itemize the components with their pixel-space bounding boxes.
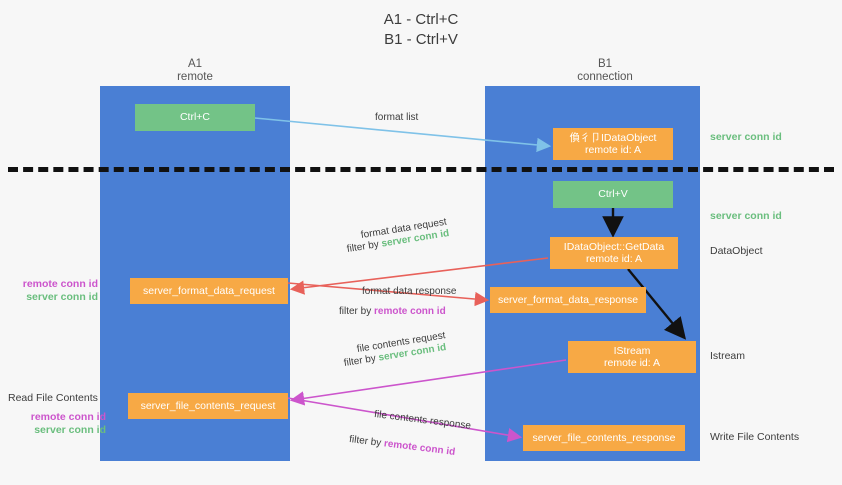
box-getdata-line1: IDataObject::GetData [563, 240, 665, 253]
caption-file-contents-response-filter: filter by remote conn id [348, 433, 456, 459]
box-server-format-data-request[interactable]: server_format_data_request [130, 278, 288, 304]
clipboard-boundary-divider [8, 167, 834, 172]
caption-format-list: format list [375, 112, 419, 123]
label-server-conn-id-top: server conn id [710, 131, 782, 143]
box-istream[interactable]: IStream remote id: A [568, 341, 696, 373]
lane-header-b1-name: B1 [597, 58, 613, 70]
box-ctrl-c[interactable]: Ctrl+C [135, 104, 255, 131]
box-getdata-line2: remote id: A [585, 253, 643, 265]
filter-value-remote-conn-id: remote conn id [383, 438, 456, 458]
label-dataobject: DataObject [710, 245, 763, 257]
caption-file-contents-response: file contents response [373, 408, 472, 432]
box-server-format-data-response-label: server_format_data_response [497, 293, 639, 306]
box-server-file-contents-request-label: server_file_contents_request [140, 399, 276, 412]
label-left-conn-ids-upper: remote conn id server conn id [8, 278, 98, 304]
title-line-2: B1 - Ctrl+V [384, 31, 458, 48]
label-read-file-contents: Read File Contents [8, 392, 98, 404]
label-remote-conn-id: remote conn id [30, 411, 106, 423]
label-server-conn-id: server conn id [34, 424, 106, 436]
box-idataobject-line2: remote id: A [584, 144, 642, 156]
label-server-conn-id: server conn id [26, 291, 98, 303]
label-server-conn-id-mid: server conn id [710, 210, 782, 222]
filter-prefix: filter by [348, 433, 385, 450]
box-ctrl-c-label: Ctrl+C [179, 111, 211, 124]
box-server-format-data-request-label: server_format_data_request [143, 284, 275, 297]
caption-format-data-response-filter: filter by remote conn id [339, 305, 446, 318]
caption-format-data-response: format data response [362, 286, 457, 297]
box-server-file-contents-response-label: server_file_contents_response [532, 431, 676, 444]
label-left-conn-ids-lower: remote conn id server conn id [8, 411, 106, 437]
label-write-file-contents: Write File Contents [710, 431, 800, 443]
label-remote-conn-id: remote conn id [22, 278, 98, 290]
lane-header-b1-sub: connection [577, 71, 633, 83]
lane-header-a1-name: A1 [187, 58, 203, 70]
lane-header-b1: B1 connection [535, 58, 675, 84]
label-istream: Istream [710, 350, 746, 362]
box-ctrl-v-label: Ctrl+V [598, 188, 628, 201]
box-ctrl-v[interactable]: Ctrl+V [553, 181, 673, 208]
box-idataobject[interactable]: 偩彳卩IDataObject remote id: A [553, 128, 673, 160]
box-server-format-data-response[interactable]: server_format_data_response [490, 287, 646, 313]
box-idataobject-line1: 偩彳卩IDataObject [569, 131, 657, 144]
filter-prefix: filter by [346, 238, 383, 256]
box-istream-line1: IStream [613, 344, 651, 357]
title-line-1: A1 - Ctrl+C [383, 11, 459, 28]
lane-header-a1: A1 remote [130, 58, 260, 84]
filter-value-remote-conn-id: remote conn id [374, 306, 446, 317]
filter-prefix: filter by [343, 352, 380, 370]
box-server-file-contents-response[interactable]: server_file_contents_response [523, 425, 685, 451]
box-istream-line2: remote id: A [603, 357, 661, 369]
box-idataobject-getdata[interactable]: IDataObject::GetData remote id: A [550, 237, 678, 269]
box-server-file-contents-request[interactable]: server_file_contents_request [128, 393, 288, 419]
filter-prefix: filter by [339, 306, 375, 317]
diagram-title: A1 - Ctrl+C B1 - Ctrl+V [0, 10, 842, 50]
lane-header-a1-sub: remote [177, 71, 213, 83]
